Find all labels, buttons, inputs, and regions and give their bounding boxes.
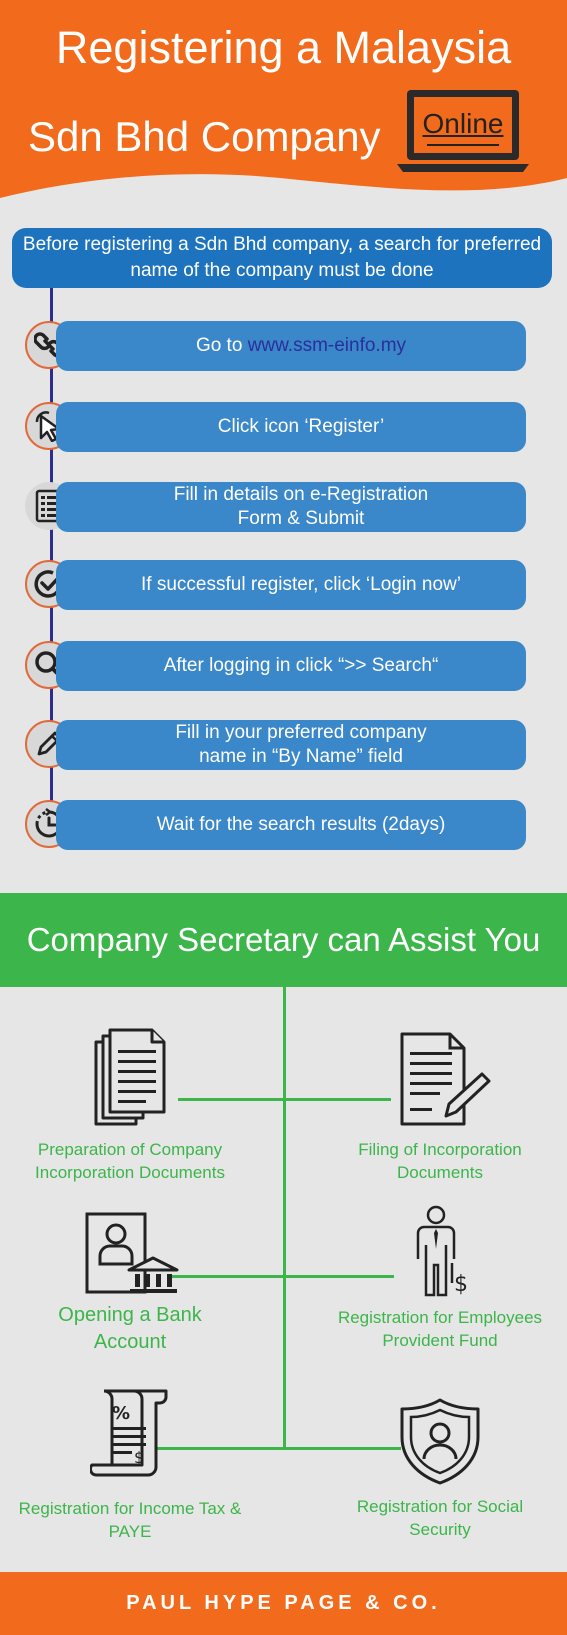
step-6-text: Fill in your preferred company name in “… [175,722,427,767]
tax-receipt-icon: % $ [90,1389,168,1477]
step-3-text: Fill in details on e-Registration Form &… [173,484,429,529]
secretary-banner: Company Secretary can Assist You [0,893,567,987]
step-2-text: Click icon ‘Register’ [217,416,385,437]
service-label-bank: Opening a Bank Account [58,1304,202,1353]
svg-text:%: % [112,1403,130,1424]
laptop-icon [397,90,529,172]
step-1-text: Go to [195,335,248,356]
bank-account-icon [85,1212,179,1294]
svg-text:$: $ [454,1272,468,1297]
svg-text:$: $ [134,1448,144,1467]
connector-row-1 [178,1098,391,1101]
page-title-line-1: Registering a Malaysia [55,22,512,73]
step-3: Fill in details on e-Registration Form &… [56,482,526,532]
service-label-social-security: Registration for Social Security [356,1497,524,1539]
intro-text: Before registering a Sdn Bhd company, a … [22,234,542,281]
connector-row-2 [168,1275,394,1278]
step-7: Wait for the search results (2days) [56,800,526,850]
online-label: Online [422,108,504,139]
step-5: After logging in click “>> Search“ [56,641,526,691]
footer: PAUL HYPE PAGE & CO. [0,1572,567,1635]
connector-row-3 [153,1447,401,1450]
step-7-text: Wait for the search results (2days) [156,814,446,835]
step-2: Click icon ‘Register’ [56,402,526,452]
step-4: If successful register, click ‘Login now… [56,560,526,610]
shield-person-icon [400,1398,480,1485]
document-pen-icon [400,1032,491,1126]
connector-vertical [283,987,286,1449]
header: Registering a Malaysia Sdn Bhd Company O… [0,0,567,205]
step-1: Go to www.ssm-einfo.my [56,321,526,371]
service-label-epf: Registration for Employees Provident Fun… [337,1308,543,1350]
footer-text: PAUL HYPE PAGE & CO. [126,1592,441,1614]
step-5-text: After logging in click “>> Search“ [163,655,439,676]
intro-box: Before registering a Sdn Bhd company, a … [12,228,552,288]
service-label-preparation: Preparation of Company Incorporation Doc… [35,1140,225,1182]
documents-stack-icon [94,1028,166,1126]
step-4-text: If successful register, click ‘Login now… [141,574,461,595]
secretary-title: Company Secretary can Assist You [26,921,541,958]
employee-money-icon: $ [416,1205,468,1297]
service-label-income-tax: Registration for Income Tax & PAYE [18,1499,242,1541]
service-label-filing: Filing of Incorporation Documents [358,1140,522,1182]
step-6: Fill in your preferred company name in “… [56,720,526,770]
page-title-line-2: Sdn Bhd Company [28,113,381,160]
ssm-einfo-link[interactable]: www.ssm-einfo.my [247,335,407,356]
